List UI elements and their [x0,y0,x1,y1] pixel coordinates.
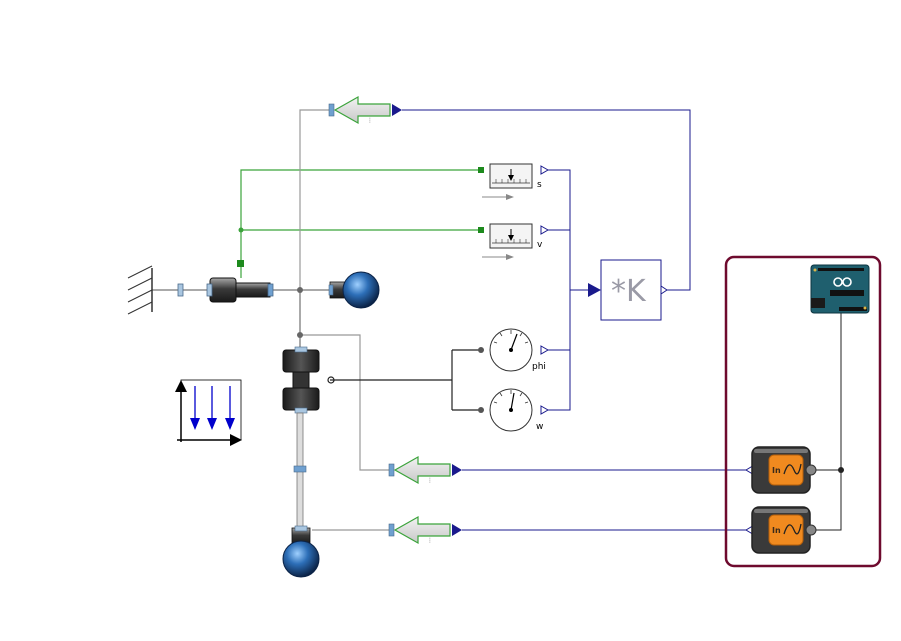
prismatic-support [237,260,244,267]
arduino-frame [724,255,882,568]
angle-sensor-label: phi [532,362,546,372]
arduino-board-line [815,312,842,531]
joint-node [297,287,303,293]
revolute-frame-b [294,407,308,414]
joint-node-lower [297,332,303,338]
lower-mass-flange [294,525,308,532]
arduino-junction [838,467,844,473]
prismatic-joint[interactable] [206,260,274,303]
svg-text:⋮: ⋮ [367,117,373,124]
angular-velocity-sensor[interactable]: w [489,388,550,432]
revolute-flange [327,376,335,384]
ground-flange [177,283,184,297]
position-sensor-flange [478,167,484,173]
svg-text:⋮: ⋮ [427,537,433,544]
force-actuator-bottom[interactable]: ⋮ [388,515,462,545]
velocity-sensor[interactable]: v [478,223,550,260]
body-mass-upper[interactable] [328,271,380,309]
arduino-board[interactable] [810,264,870,314]
gain-block[interactable]: *K [588,259,668,321]
translational-connection-position[interactable] [240,169,480,263]
body-rod[interactable] [293,412,307,529]
revolute-joint[interactable] [282,346,320,414]
world-gravity-icon[interactable] [175,379,242,446]
arduino-analog-input-1[interactable]: In [745,446,817,494]
angle-sensor[interactable]: phi [489,328,550,372]
rotational-connection-middle[interactable] [300,334,390,471]
signal-line-w[interactable] [548,350,571,411]
velocity-sensor-label: v [537,240,543,250]
gain-label: *K [611,274,647,309]
fixed-ground[interactable] [127,265,184,315]
force-actuator-top[interactable]: ⋮ [328,95,402,125]
arduino-input-1-label: In [772,466,781,475]
signal-line-gain-out[interactable] [402,109,691,291]
position-sensor[interactable]: s [478,163,550,200]
prismatic-flange-b [267,283,274,297]
rotational-line-sensors[interactable] [330,349,480,411]
angular-velocity-sensor-label: w [536,422,543,432]
prismatic-flange-a [206,283,213,297]
revolute-frame-a [294,346,308,353]
body-mass-lower[interactable] [282,525,320,578]
sensor-flange-w [478,407,484,413]
rotational-connection-top[interactable] [299,109,330,290]
mass-flange [328,284,334,296]
connection-node [238,227,244,233]
sensor-flange-phi [478,347,484,353]
arduino-analog-input-2[interactable]: In [745,506,817,554]
rod-flange [293,465,307,473]
position-sensor-label: s [537,180,542,190]
arduino-input-2-label: In [772,526,781,535]
signal-line-s[interactable] [548,169,571,351]
velocity-sensor-flange [478,227,484,233]
force-actuator-middle[interactable]: ⋮ [388,455,462,485]
svg-text:⋮: ⋮ [427,477,433,484]
